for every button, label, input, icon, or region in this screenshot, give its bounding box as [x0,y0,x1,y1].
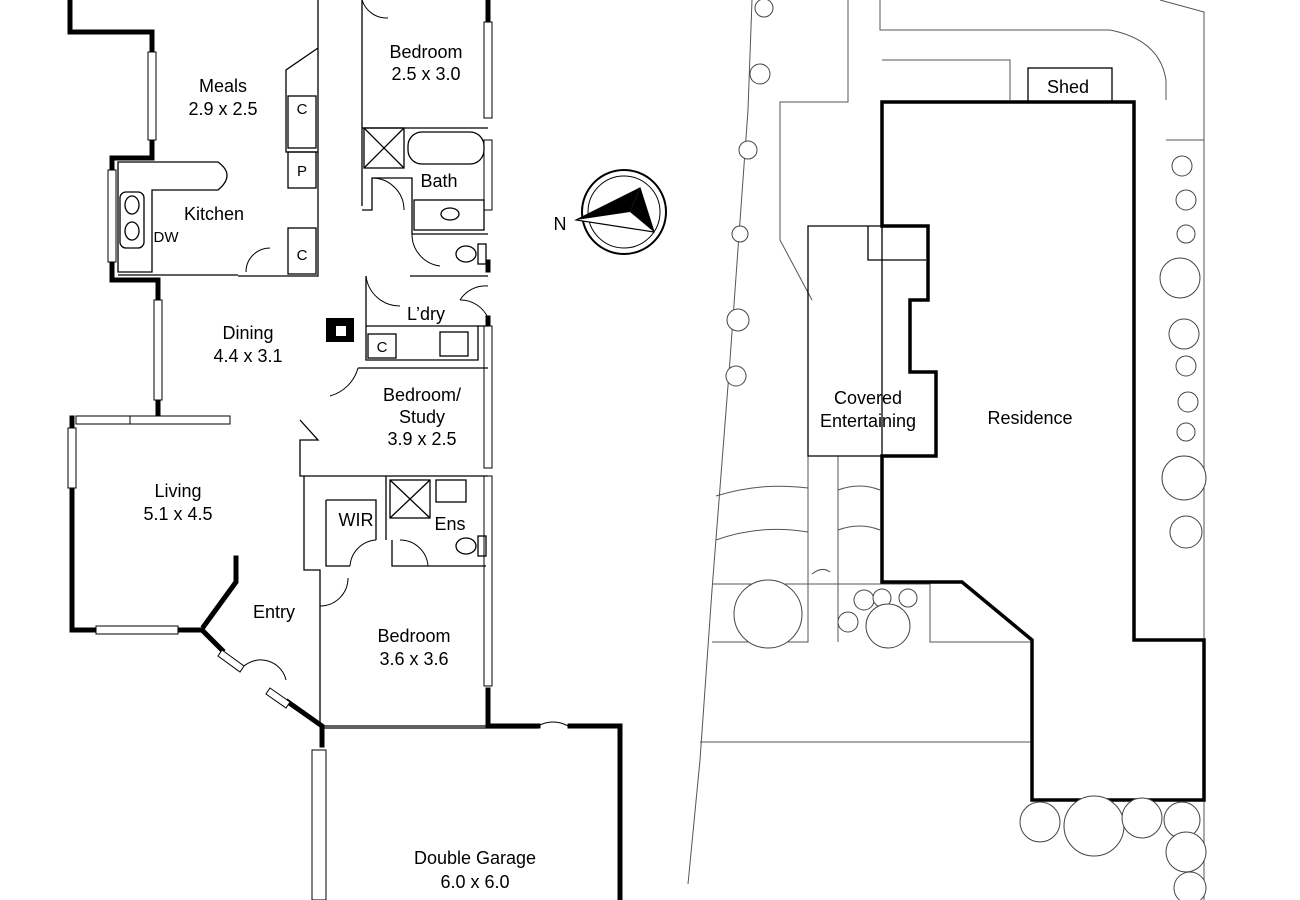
laundry-label: L’dry [407,304,445,324]
shed-label: Shed [1047,77,1089,97]
residence-outline [880,100,1206,802]
fireplace-icon [326,318,354,342]
bedroom-main-size: 3.6 x 3.6 [379,649,448,669]
kitchen-fixtures [117,47,319,275]
entry-label: Entry [253,602,295,622]
covered-label-2: Entertaining [820,411,916,431]
pantry-label: P [297,163,307,180]
north-label: N [554,214,567,234]
dining-label: Dining [222,323,273,343]
bedroom-top-label: Bedroom [389,42,462,62]
cupboard-label-2: C [297,247,308,264]
laundry-cupboard-label: C [377,339,388,356]
meals-size: 2.9 x 2.5 [188,99,257,119]
garage-label: Double Garage [414,848,536,868]
dining-size: 4.4 x 3.1 [213,346,282,366]
kitchen-label: Kitchen [184,204,244,224]
bedroom-main-label: Bedroom [377,626,450,646]
ensuite-label: Ens [434,514,465,534]
study-label-1: Bedroom/ [383,385,461,405]
door-swings [243,0,569,727]
meals-label: Meals [199,76,247,96]
covered-label-1: Covered [834,388,902,408]
bedroom-top-size: 2.5 x 3.0 [391,64,460,84]
study-size: 3.9 x 2.5 [387,429,456,449]
study-label-2: Study [399,407,445,427]
residence-label: Residence [987,408,1072,428]
room-labels: Meals 2.9 x 2.5 Kitchen Dining 4.4 x 3.1… [143,42,536,892]
living-label: Living [154,481,201,501]
dishwasher-label: DW [154,229,180,246]
north-compass [574,169,667,255]
living-size: 5.1 x 4.5 [143,504,212,524]
bathroom-fixtures [363,127,487,557]
interior-walls [118,0,538,729]
windows [67,21,493,900]
landscaping-shrubs [725,0,1207,900]
garage-size: 6.0 x 6.0 [440,872,509,892]
cupboard-label-1: C [297,101,308,118]
wir-label: WIR [339,510,374,530]
site-boundary-lines [687,0,1205,900]
bath-label: Bath [420,171,457,191]
